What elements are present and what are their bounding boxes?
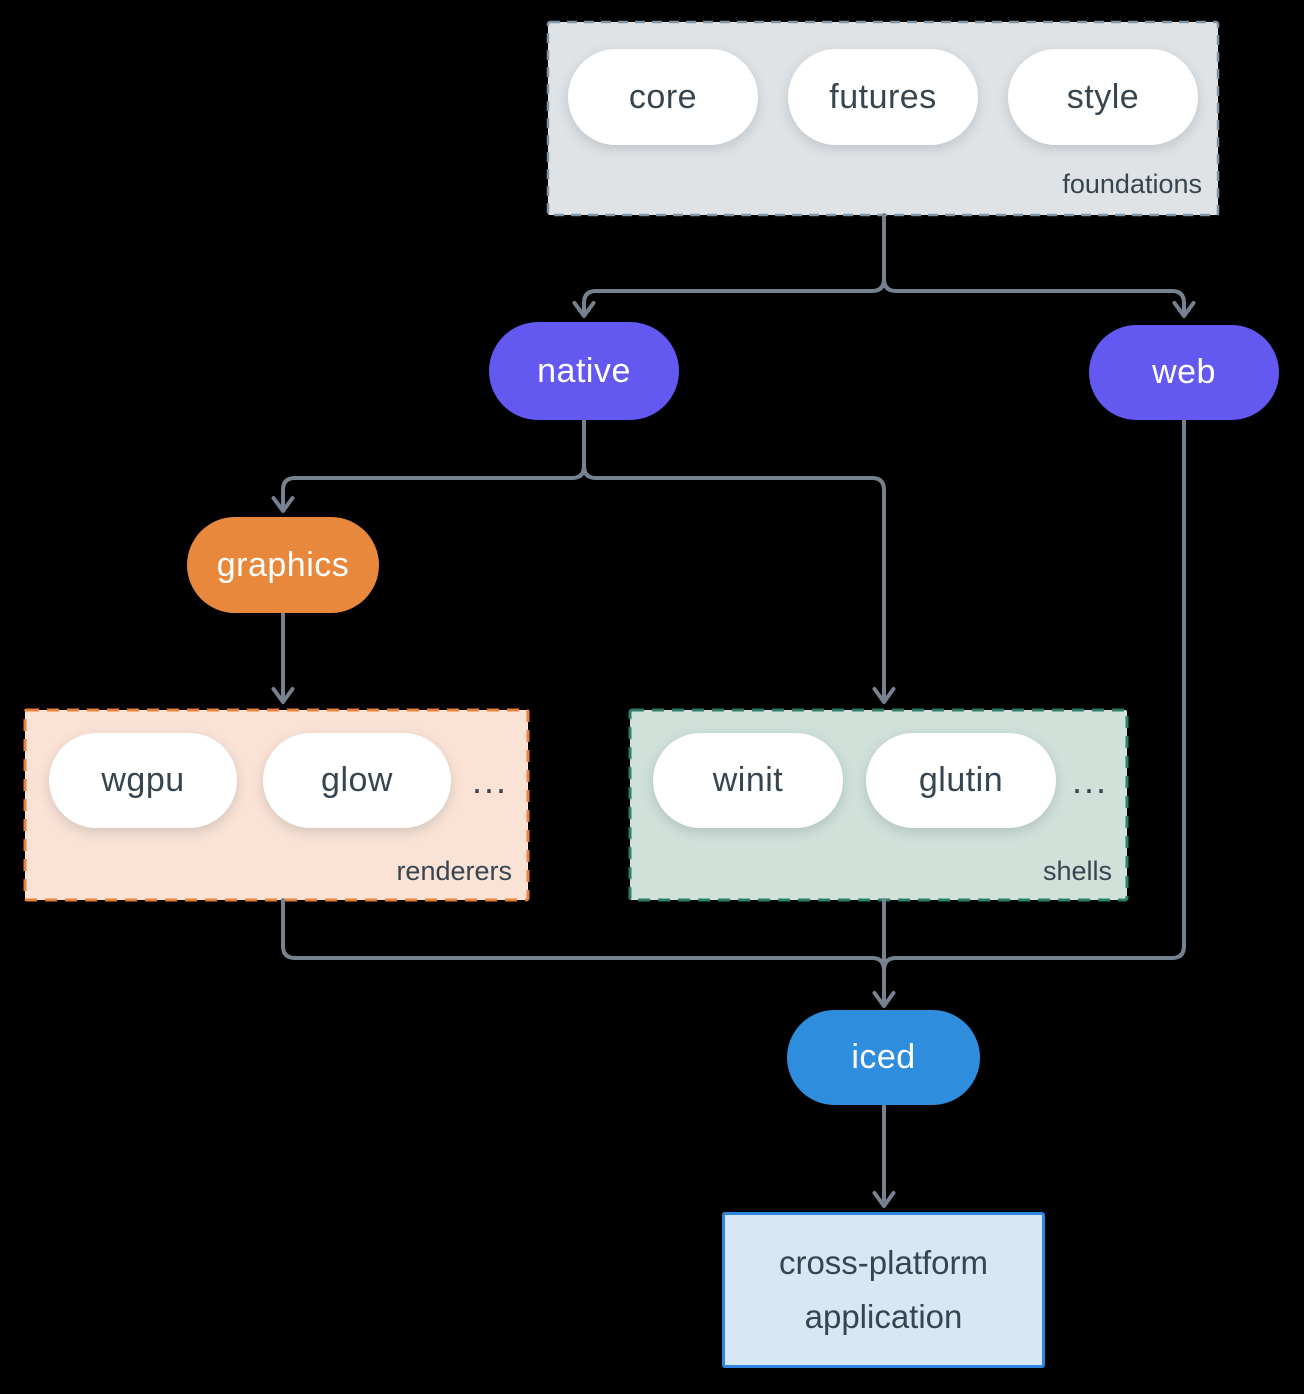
node-wgpu: wgpu <box>49 733 237 828</box>
renderers-group-label: renderers <box>396 856 512 886</box>
node-graphics: graphics <box>187 517 379 613</box>
node-glow: glow <box>263 733 451 828</box>
node-native: native <box>489 322 679 420</box>
edge-native-graphics <box>281 464 586 508</box>
shells-ellipsis: ... <box>1071 760 1108 801</box>
application-label-line2: application <box>804 1298 963 1335</box>
arrowhead-iced <box>872 991 896 1008</box>
arrowhead-graphics <box>271 496 295 513</box>
arrowhead-web <box>1172 301 1196 318</box>
node-web: web <box>1089 325 1279 420</box>
node-futures: futures <box>788 49 978 145</box>
node-winit: winit <box>653 733 843 828</box>
arrowhead-shells <box>872 687 896 704</box>
node-iced: iced <box>787 1010 980 1105</box>
edge-foundations-web <box>882 277 1186 313</box>
node-style: style <box>1008 49 1198 145</box>
application-label-line1: cross-platform <box>778 1243 989 1281</box>
node-core: core <box>568 49 758 145</box>
foundations-group-label: foundations <box>1062 169 1202 199</box>
node-glutin: glutin <box>866 733 1056 828</box>
edge-native-shells <box>582 464 886 699</box>
arrowhead-renderers <box>271 687 295 704</box>
renderers-ellipsis: ... <box>471 760 508 801</box>
node-cross-platform-application: cross-platform application <box>722 1212 1045 1368</box>
arrowhead-application <box>872 1191 896 1208</box>
arrowhead-native <box>572 301 596 318</box>
shells-group-label: shells <box>1042 856 1112 886</box>
edge-foundations-native <box>582 277 886 313</box>
edge-renderers-iced <box>281 898 886 972</box>
